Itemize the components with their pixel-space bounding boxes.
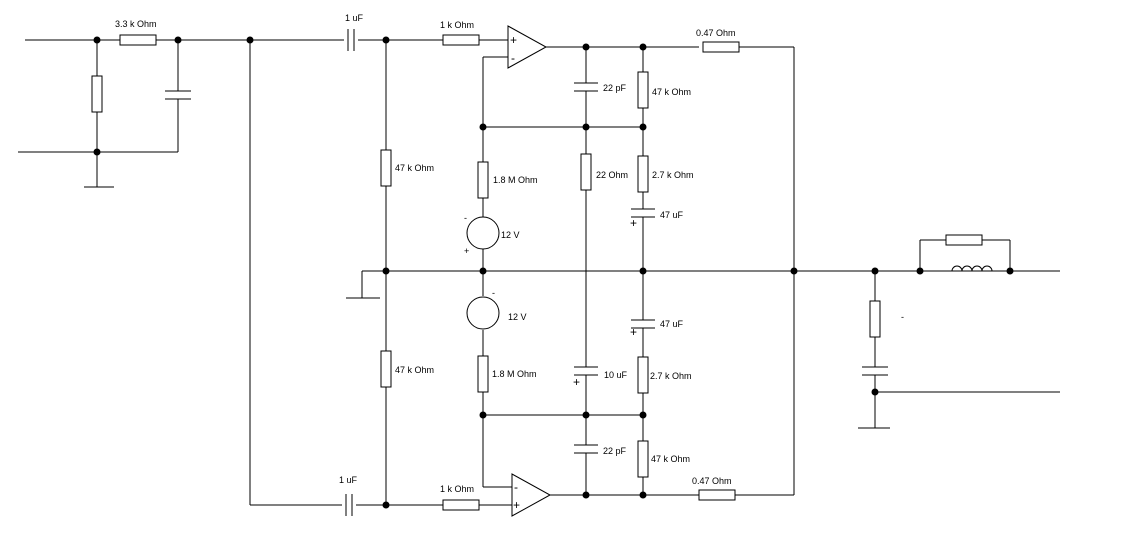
label-12v-upper: 12 V	[501, 230, 520, 240]
opamp-lower-minus: -	[514, 480, 518, 494]
resistor-22-ohm	[580, 153, 592, 191]
resistor-1k-upper	[442, 34, 480, 46]
label-22pf-lower: 22 pF	[603, 446, 627, 456]
label-2-7k-upper: 2.7 k Ohm	[652, 170, 694, 180]
label-1uf-upper: 1 uF	[345, 13, 364, 23]
label-47uf-upper-polarity: +	[630, 216, 637, 230]
capacitor-47uf-upper	[631, 208, 655, 218]
resistor-47k-divider-lower	[380, 350, 392, 388]
inductor-output	[950, 265, 993, 272]
voltage-source-upper	[466, 216, 500, 250]
label-47k-divider-upper: 47 k Ohm	[395, 163, 434, 173]
label-22-ohm: 22 Ohm	[596, 170, 628, 180]
resistor-output-shunt	[869, 300, 881, 338]
resistor-0-47-lower	[698, 489, 736, 501]
junction-dots	[93, 36, 1014, 509]
opamp-upper	[507, 25, 548, 69]
label-3-3k: 3.3 k Ohm	[115, 19, 157, 29]
capacitor-output-shunt	[862, 366, 888, 376]
resistor-zobel-parallel	[945, 234, 983, 246]
label-47k-feedback-upper: 47 k Ohm	[652, 87, 691, 97]
opamp-upper-plus: +	[510, 33, 517, 47]
label-1uf-lower: 1 uF	[339, 475, 358, 485]
capacitor-47uf-lower	[631, 319, 655, 329]
label-1k-lower: 1 k Ohm	[440, 484, 474, 494]
label-47uf-lower-polarity: +	[630, 325, 637, 339]
resistor-2-7k-lower	[637, 356, 649, 394]
label-1-8m-upper: 1.8 M Ohm	[493, 175, 538, 185]
resistor-input-shunt	[91, 75, 103, 113]
label-12v-upper-plus: +	[464, 246, 469, 256]
capacitor-input-shunt	[165, 90, 191, 100]
resistor-47k-feedback-upper	[637, 71, 649, 109]
label-47uf-lower: 47 uF	[660, 319, 684, 329]
resistor-1-8m-lower	[477, 355, 489, 393]
label-12v-upper-minus: -	[464, 213, 467, 223]
label-47uf-upper: 47 uF	[660, 210, 684, 220]
resistor-1k-lower	[442, 499, 480, 511]
opamp-lower-plus: +	[513, 498, 520, 512]
label-22pf-upper: 22 pF	[603, 83, 627, 93]
label-1k-upper: 1 k Ohm	[440, 20, 474, 30]
wires	[18, 39, 1060, 506]
capacitor-10uf	[574, 366, 598, 376]
capacitor-1uf-lower	[345, 494, 353, 516]
capacitor-22pf-upper	[574, 82, 598, 92]
label-10uf-polarity: +	[573, 375, 580, 389]
resistor-2-7k-upper	[637, 155, 649, 193]
label-12v-lower-minus: -	[492, 288, 495, 298]
resistor-0-47-upper	[702, 41, 740, 53]
resistor-1-8m-upper	[477, 161, 489, 199]
resistor-47k-divider-upper	[380, 149, 392, 187]
label-12v-lower: 12 V	[508, 312, 527, 322]
label-output-stray-mark: -	[901, 312, 904, 322]
capacitor-22pf-lower	[574, 444, 598, 454]
label-2-7k-lower: 2.7 k Ohm	[650, 371, 692, 381]
opamp-lower	[511, 473, 552, 517]
label-0-47-upper: 0.47 Ohm	[696, 28, 736, 38]
label-47k-feedback-lower: 47 k Ohm	[651, 454, 690, 464]
label-47k-divider-lower: 47 k Ohm	[395, 365, 434, 375]
label-0-47-lower: 0.47 Ohm	[692, 476, 732, 486]
resistor-3-3k	[119, 34, 157, 46]
label-10uf: 10 uF	[604, 370, 628, 380]
label-1-8m-lower: 1.8 M Ohm	[492, 369, 537, 379]
voltage-source-lower	[466, 296, 500, 330]
resistor-47k-feedback-lower	[637, 440, 649, 478]
opamp-upper-minus: -	[511, 51, 515, 65]
capacitor-1uf-upper	[347, 29, 355, 51]
